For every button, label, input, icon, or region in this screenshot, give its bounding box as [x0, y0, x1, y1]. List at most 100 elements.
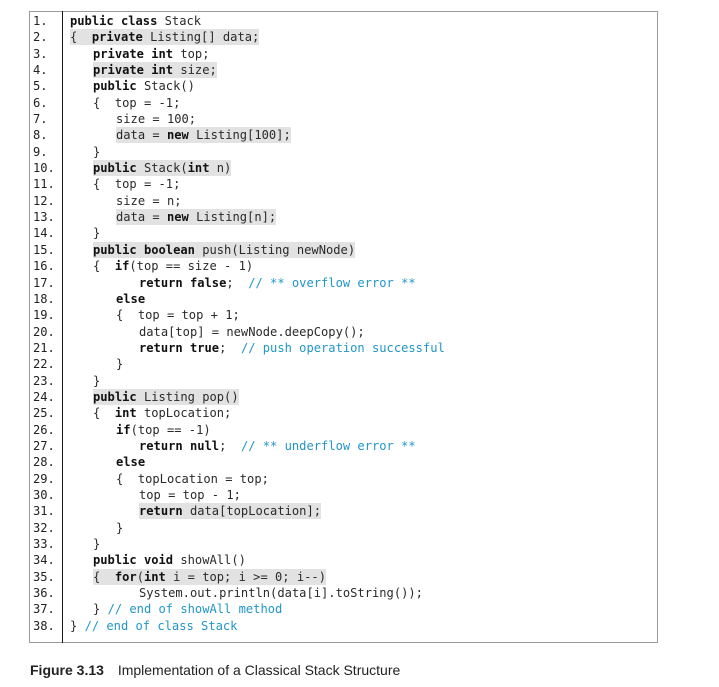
keyword: int [187, 161, 210, 176]
line-number: 11. [33, 177, 55, 192]
code-text: } [93, 225, 100, 241]
code-text: { top = -1; [93, 95, 180, 111]
line-number: 15. [33, 242, 55, 257]
line-number: 6. [33, 95, 48, 110]
code-text: if(top == -1) [116, 422, 211, 438]
code-token: ; [226, 275, 249, 290]
line-number: 17. [33, 275, 55, 290]
code-text: public Listing pop() [93, 388, 239, 405]
line-number: 35. [33, 569, 55, 584]
line-number: 12. [33, 193, 55, 208]
code-text: public void showAll() [93, 552, 246, 568]
line-number: 21. [33, 340, 55, 355]
code-comment: // end of showAll method [107, 602, 283, 617]
code-token: ; [219, 438, 241, 453]
code-token: Stack() [136, 79, 195, 94]
code-text: size = n; [116, 193, 182, 209]
keyword: return null [139, 438, 220, 453]
code-text: else [116, 291, 145, 307]
code-listing-box [29, 11, 658, 643]
line-number: 9. [33, 144, 48, 159]
keyword: public class [70, 14, 158, 28]
line-number: 31. [33, 504, 55, 519]
line-number: 26. [33, 422, 55, 437]
line-number: 14. [33, 226, 55, 241]
code-token: Listing[n]; [188, 210, 277, 225]
code-token: data = [116, 128, 167, 143]
code-token: } [93, 602, 108, 617]
code-text: { topLocation = top; [116, 471, 269, 487]
code-text: { top = -1; [93, 176, 180, 192]
code-token: n) [209, 161, 232, 176]
keyword: new [166, 128, 189, 143]
line-number: 38. [33, 618, 55, 633]
code-token: ( [136, 569, 144, 584]
keyword: if [114, 259, 130, 274]
code-text: public boolean push(Listing newNode) [93, 241, 356, 258]
line-number: 16. [33, 259, 55, 274]
code-token: } [70, 618, 85, 633]
code-text: private int top; [93, 46, 210, 62]
code-comment: // ** overflow error ** [248, 275, 416, 290]
code-token: } [93, 226, 101, 241]
code-token: { [93, 569, 115, 584]
code-token: topLocation; [136, 406, 232, 421]
code-token: Listing[] data; [142, 30, 260, 45]
code-token: size = 100; [116, 112, 197, 127]
code-token: { [93, 406, 115, 421]
code-token: Stack [157, 14, 202, 28]
line-number: 33. [33, 537, 55, 551]
line-number: 2. [33, 30, 48, 45]
code-text: } [116, 520, 123, 536]
code-token: System.out.println(data[i].toString()); [139, 586, 423, 601]
code-text: { int topLocation; [93, 405, 231, 421]
code-token: top; [173, 46, 210, 61]
keyword: public [93, 79, 137, 94]
code-text: private int size; [93, 62, 217, 79]
code-token: } [93, 144, 101, 159]
keyword: return true [139, 340, 220, 355]
code-comment: // end of class Stack [84, 618, 238, 633]
code-text: return data[topLocation]; [139, 503, 322, 520]
code-text: else [116, 454, 145, 470]
code-text: return true; // push operation successfu… [139, 340, 445, 356]
line-number: 22. [33, 357, 55, 372]
code-text: } // end of class Stack [70, 618, 237, 634]
keyword: public [93, 389, 137, 404]
keyword: return [139, 504, 183, 519]
keyword: private [91, 30, 143, 45]
code-text: top = top - 1; [139, 487, 241, 503]
keyword: else [116, 455, 146, 470]
code-token: Stack( [136, 161, 188, 176]
code-text: public class Stack [70, 13, 201, 29]
line-number: 3. [33, 46, 48, 61]
code-text: return null; // ** underflow error ** [139, 438, 416, 454]
code-text: { top = top + 1; [116, 307, 240, 323]
code-token: Listing pop() [136, 389, 239, 404]
code-token: { [70, 30, 92, 45]
code-token: data = [116, 210, 167, 225]
line-number: 18. [33, 291, 55, 306]
line-number: 19. [33, 308, 55, 323]
keyword: int [143, 569, 166, 584]
keyword: public void [93, 553, 174, 568]
code-text: { for(int i = top; i >= 0; i--) [93, 568, 326, 585]
figure-label: Figure 3.13 [30, 662, 104, 678]
code-text: data = new Listing[100]; [116, 127, 291, 144]
keyword: private int [93, 63, 174, 78]
code-token: push(Listing newNode) [194, 242, 356, 257]
code-text: } [93, 536, 100, 552]
code-token: { top = -1; [93, 95, 181, 110]
code-token: showAll() [173, 553, 246, 568]
code-token: } [116, 520, 124, 535]
line-number: 7. [33, 112, 48, 127]
line-number: 37. [33, 602, 55, 617]
code-token: } [116, 357, 124, 372]
line-number: 36. [33, 586, 55, 601]
line-number: 27. [33, 438, 55, 453]
line-number: 30. [33, 487, 55, 502]
code-token: (top == size - 1) [129, 259, 254, 274]
code-text: data = new Listing[n]; [116, 209, 277, 226]
code-text: System.out.println(data[i].toString()); [139, 585, 423, 601]
code-text: } [116, 356, 123, 372]
